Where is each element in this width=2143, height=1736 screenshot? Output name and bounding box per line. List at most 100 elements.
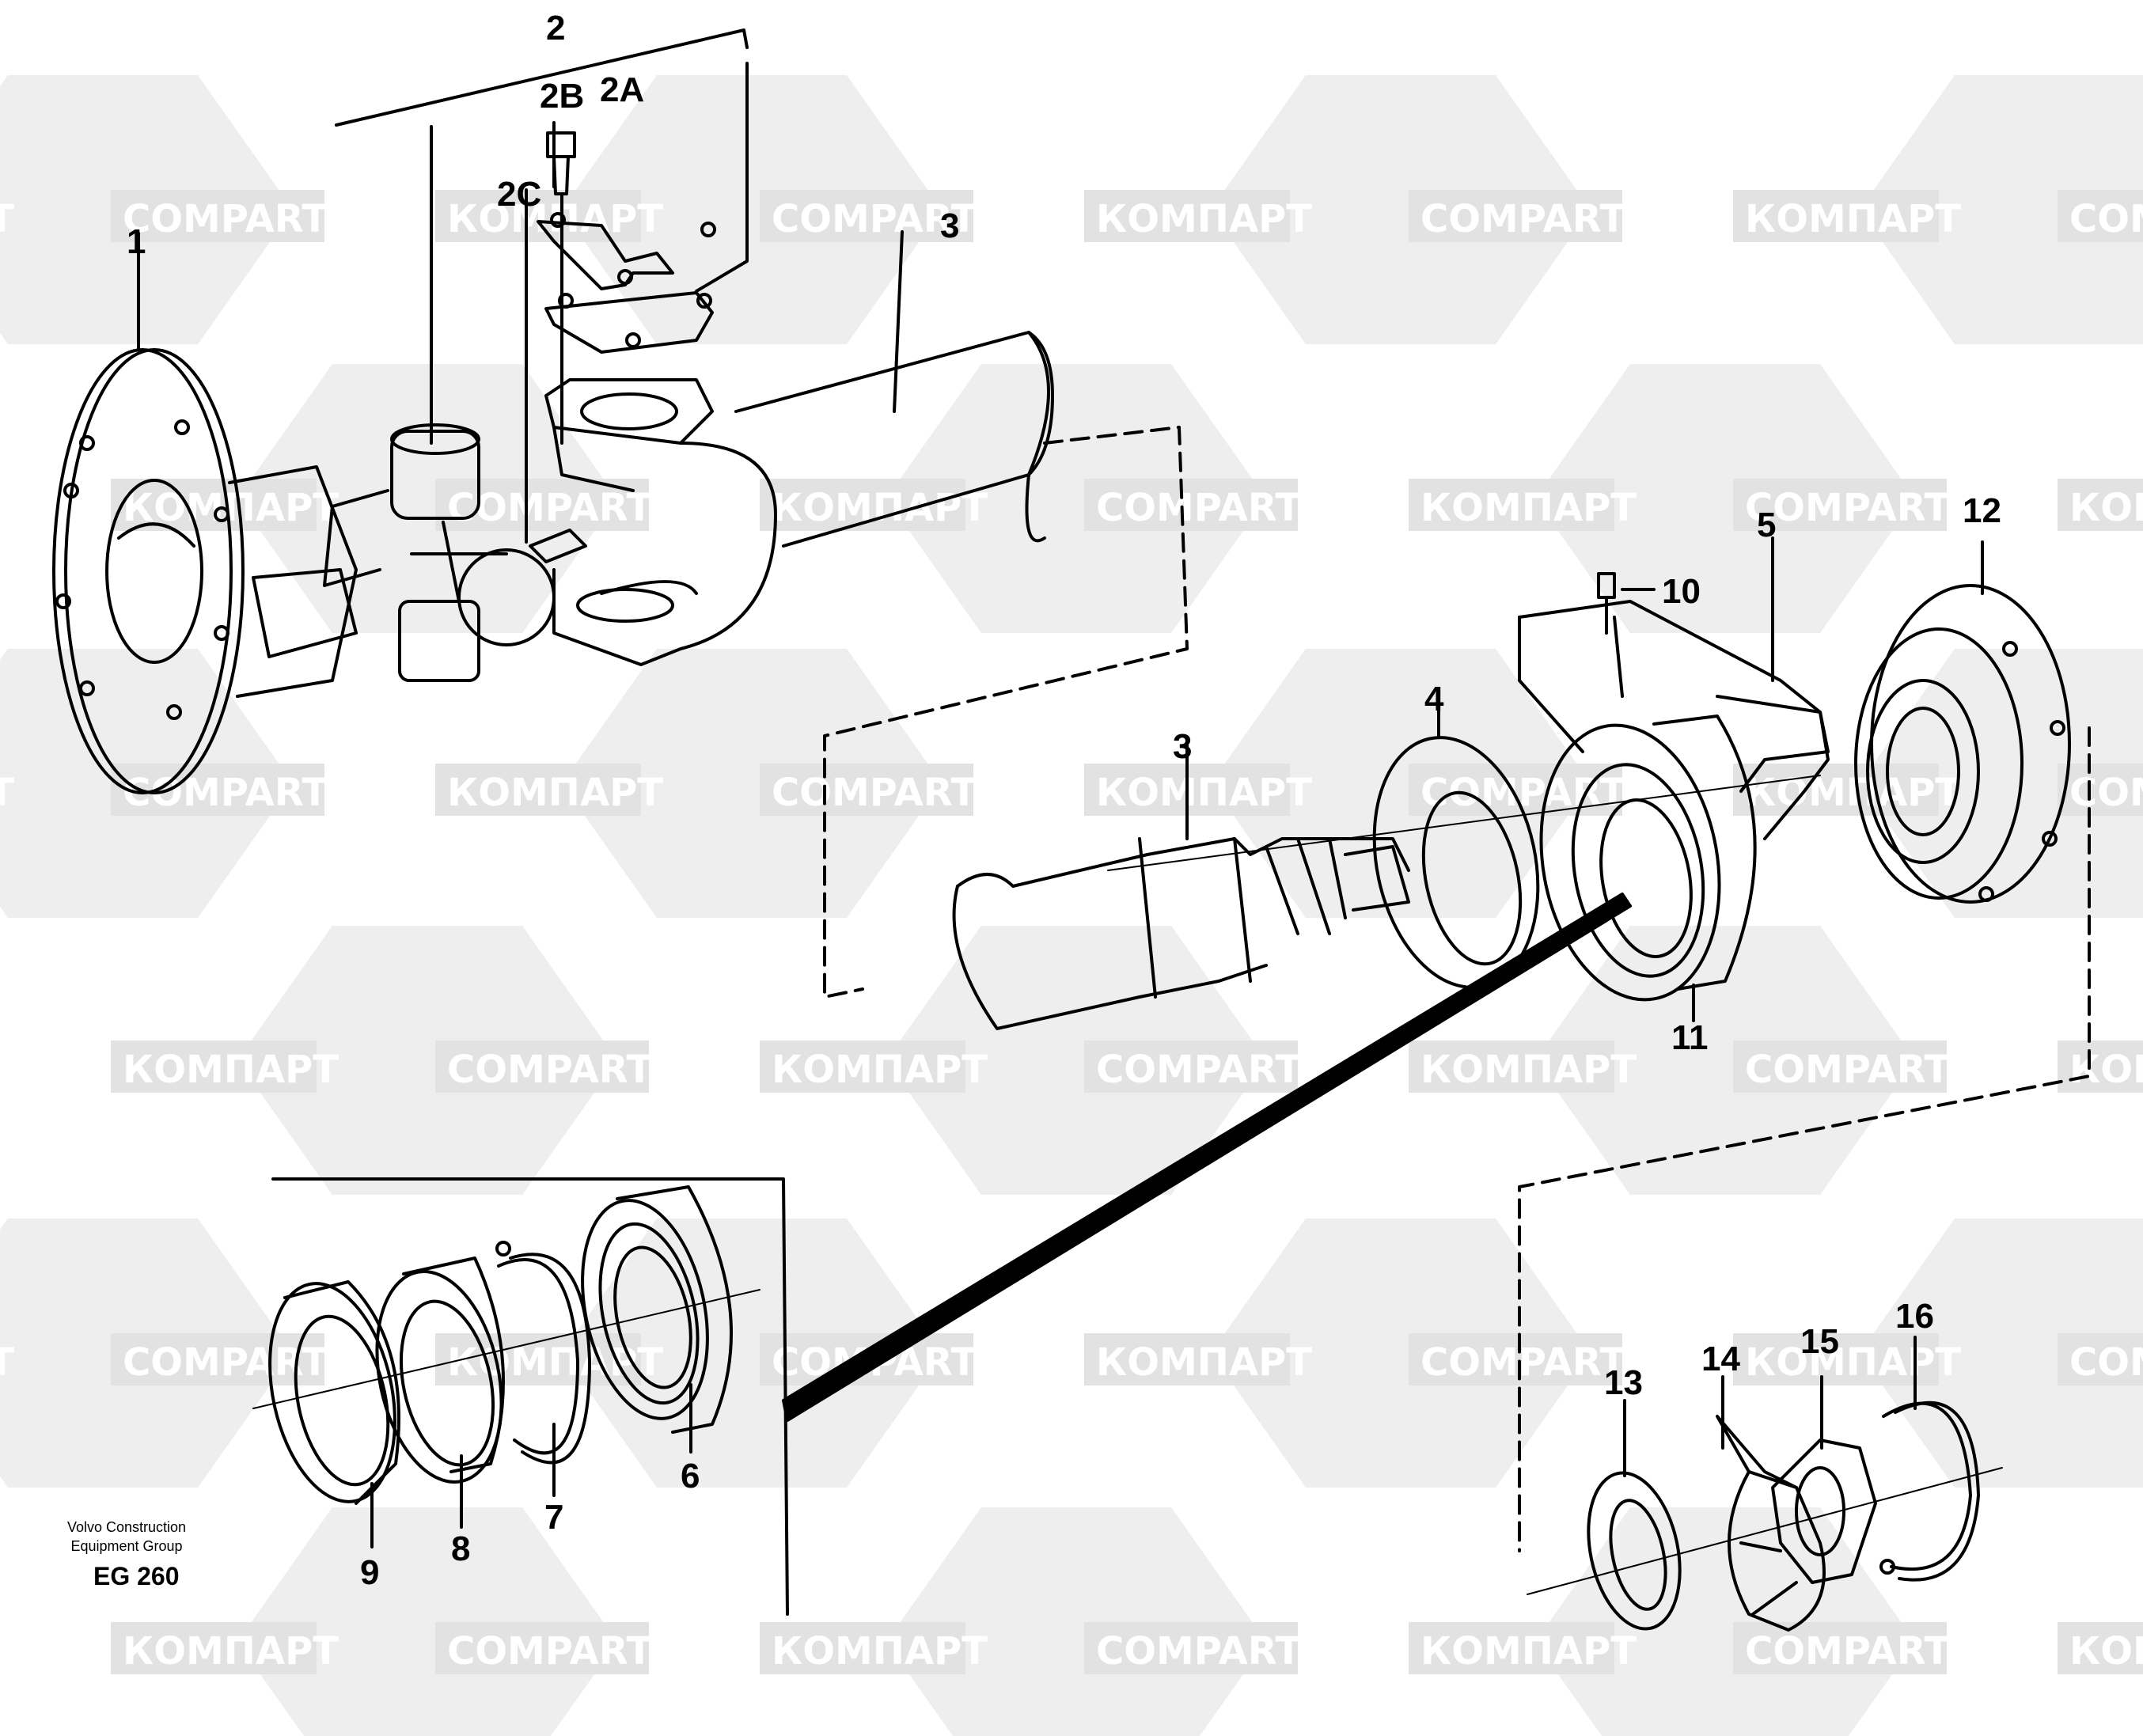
part-7-circlip [495,1241,591,1497]
watermark-text-cyrillic: КОМПАРТ [2069,486,2143,530]
watermark-text-cyrillic: КОМПАРТ [1420,1629,1637,1673]
watermark-bar [1084,479,1298,531]
callout-7: 7 [544,1498,563,1537]
watermark-text-cyrillic: КОМПАРТ [447,771,663,815]
watermark-bar [1084,1622,1298,1674]
part-16-circlip [1879,1336,1980,1582]
footer-company-line2: Equipment Group [70,1538,183,1554]
watermark-text-cyrillic: КОМПАРТ [772,486,988,530]
dashed-link-right [1518,726,2091,1552]
watermark-text-latin: COMPART [1420,1340,1626,1385]
watermark-text-latin: COMPART [1096,486,1302,530]
watermark-text-cyrillic: КОМПАРТ [772,1629,988,1673]
footer-company-line1: Volvo Construction [66,1519,187,1535]
callout-11: 11 [1671,1018,1709,1057]
watermark-hexagon [1211,75,1591,344]
watermark-text-latin: COMPART [2069,771,2143,815]
watermark-bar [1409,479,1614,531]
part-2b-bolt [546,131,576,445]
watermark-text-latin: COMPART [1096,1048,1302,1092]
watermark-text-latin: COMPART [447,1048,653,1092]
watermark-bar [2058,479,2143,531]
watermark-bar [435,1040,649,1093]
group-2-bracket [335,28,749,445]
watermark-text-cyrillic: КОМПАРТ [1745,771,1961,815]
watermark-bar [760,1040,965,1093]
watermark-hexagon [886,364,1266,633]
watermark-text-latin: COMPART [123,1340,328,1385]
watermark-text-latin: COMPART [1745,486,1951,530]
watermark-bar [111,1333,324,1385]
watermark-text-cyrillic: КОМПАРТ [0,1340,14,1385]
watermark-text-cyrillic: КОМПАРТ [1745,197,1961,241]
watermark-text-latin: COMPART [1420,197,1626,241]
watermark-bar [111,1040,317,1093]
watermark-bar [2058,1622,2143,1674]
callout-9: 9 [360,1553,379,1592]
watermark-bar [1733,479,1947,531]
watermark-bar [760,190,973,242]
watermark-text-latin: COMPART [772,771,977,815]
cross-spider [323,423,556,682]
watermark-text-cyrillic: КОМПАРТ [123,1629,339,1673]
part-11-center-bearing [1539,714,1757,1022]
watermark-text-cyrillic: КОМПАРТ [0,197,14,241]
callout-12: 12 [1963,491,2001,530]
part-9-seal [268,1280,400,1548]
watermark-text-latin: COMPART [2069,197,2143,241]
part-5-bracket [1518,536,1830,840]
callout-2: 2 [546,9,565,47]
watermark-bar [1084,1040,1298,1093]
part-3-tube-yoke [544,230,1054,666]
watermark-text-cyrillic: КОМПАРТ [123,1048,339,1092]
part-2a-lock-plate [537,212,716,354]
callout-13: 13 [1604,1363,1643,1402]
watermark-layer: КОМПАРТ COMPART КОМПАРТ COMPART КОМПАРТ COMPA… [0,75,2143,1736]
part-15-nut [1771,1375,1877,1584]
callout-14: 14 [1701,1340,1740,1378]
axis-line-lower-right [1527,1467,2003,1595]
watermark-hexagon [237,926,617,1195]
callout-10: 10 [1662,572,1701,611]
footer-code: EG 260 [93,1562,180,1590]
watermark-bar [1733,1040,1947,1093]
watermark-bar [111,1622,317,1674]
watermark-text-cyrillic: КОМПАРТ [2069,1048,2143,1092]
watermark-hexagon [1860,1219,2143,1488]
watermark-hexagon [886,926,1266,1195]
watermark-text-latin: COMPART [447,486,653,530]
callout-2b: 2B [540,77,584,116]
watermark-bar [111,479,317,531]
watermark-bar [435,764,641,816]
watermark-hexagon [1535,364,1915,633]
callout-3-middle: 3 [1173,727,1192,766]
watermark-hexagon [1211,1219,1591,1488]
watermark-bar [1409,1333,1622,1385]
watermark-text-cyrillic: КОМПАРТ [0,771,14,815]
part-6-bearing [581,1185,733,1454]
footer-company: Volvo Construction Equipment Group [40,1518,214,1556]
watermark-text-cyrillic: КОМПАРТ [1096,771,1312,815]
detail-frame [271,1177,789,1616]
callout-2a: 2A [600,70,644,109]
callout-3-top: 3 [940,207,959,245]
axis-line-detail [252,1289,760,1409]
watermark-text-latin: COMPART [123,197,328,241]
watermark-bar [1409,1622,1614,1674]
dashed-link-upper [823,426,1189,999]
watermark-bar [1084,190,1290,242]
part-14-lock-washer [1716,1375,1826,1632]
watermark-bar [1733,1622,1947,1674]
callout-8: 8 [451,1529,470,1568]
watermark-bar [1733,764,1939,816]
part-1-flange-yoke [52,232,358,794]
callouts: 1 2 2A 2B 2C 3 3 4 5 6 7 8 9 10 11 12 13… [127,9,2001,1592]
watermark-hexagon [562,75,942,344]
callout-1: 1 [127,222,146,261]
watermark-hexagon [237,1507,617,1736]
watermark-text-latin: COMPART [1745,1629,1951,1673]
watermark-text-cyrillic: КОМПАРТ [1096,1340,1312,1385]
watermark-hexagon [562,1219,942,1488]
watermark-text-cyrillic: КОМПАРТ [2069,1629,2143,1673]
